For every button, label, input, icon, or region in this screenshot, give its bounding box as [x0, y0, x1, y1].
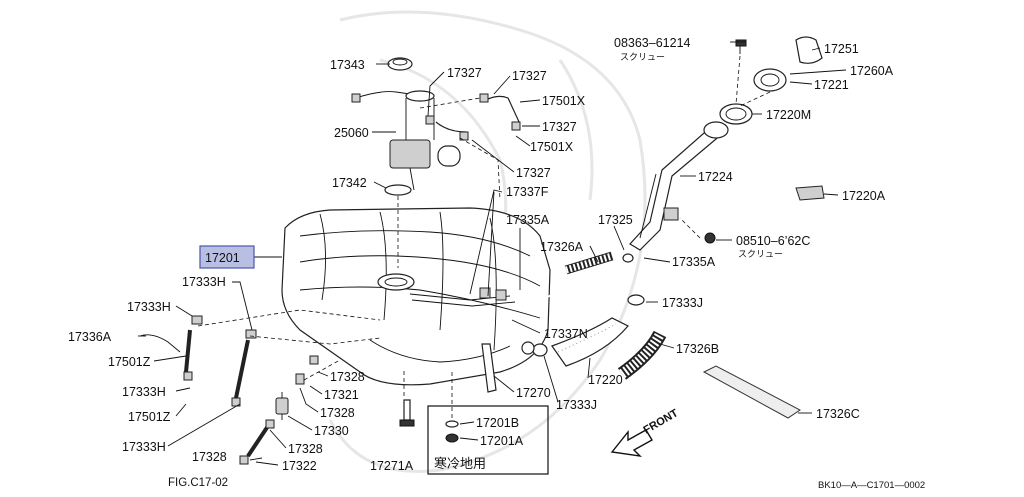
fuel-pump-assembly[interactable] [351, 90, 461, 191]
hose-17336a [139, 334, 181, 353]
label-17333h-b[interactable]: 17333H [127, 300, 171, 314]
label-25060[interactable]: 25060 [334, 126, 369, 140]
label-17333j-bottom[interactable]: 17333J [556, 398, 597, 412]
diagram-code: BK10—A—C1701—0002 [818, 480, 925, 491]
label-17220[interactable]: 17220 [588, 373, 623, 387]
label-17333h-d[interactable]: 17333H [122, 440, 166, 454]
label-17328-d[interactable]: 17328 [192, 450, 227, 464]
screw-08510 [704, 232, 716, 244]
leader-lines [138, 41, 847, 466]
strap-17270 [481, 343, 497, 393]
label-08510-6-62c[interactable]: 08510–6’62C [736, 234, 810, 248]
label-17501z-b[interactable]: 17501Z [128, 410, 171, 424]
label-17335a-a[interactable]: 17335A [506, 213, 550, 227]
label-17322[interactable]: 17322 [282, 459, 317, 473]
label-17220a[interactable]: 17220A [842, 189, 886, 203]
hose-17501z-upper [183, 315, 203, 381]
hose-17220[interactable] [551, 317, 629, 367]
label-17342[interactable]: 17342 [332, 176, 367, 190]
hose-17322 [239, 419, 275, 465]
label-17333h-c[interactable]: 17333H [122, 385, 166, 399]
label-17335a-b[interactable]: 17335A [672, 255, 716, 269]
hose-17501z-lower [231, 329, 257, 407]
front-arrow: FRONT [610, 407, 681, 457]
label-17328-c[interactable]: 17328 [288, 442, 323, 456]
label-17337n[interactable]: 17337N [544, 327, 588, 341]
label-17201b[interactable]: 17201B [476, 416, 519, 430]
filler-gasket [719, 103, 753, 125]
label-17501z-a[interactable]: 17501Z [108, 355, 151, 369]
screw-08363 [735, 39, 747, 54]
clamp-17335a [622, 253, 634, 263]
nut-17201a [445, 433, 459, 443]
label-17326b[interactable]: 17326B [676, 342, 719, 356]
protector-17326c [702, 365, 801, 419]
front-label: FRONT [642, 407, 681, 436]
filler-tube[interactable] [629, 121, 729, 251]
fuel-tank[interactable] [281, 207, 551, 386]
label-17501x-a[interactable]: 17501X [542, 94, 586, 108]
washer-17201b [445, 420, 459, 428]
label-17271a[interactable]: 17271A [370, 459, 414, 473]
highlight-box-17201[interactable] [199, 245, 255, 269]
label-17336a[interactable]: 17336A [68, 330, 112, 344]
label-17327-a[interactable]: 17327 [447, 66, 482, 80]
label-17220m[interactable]: 17220M [766, 108, 811, 122]
label-17328-b[interactable]: 17328 [320, 406, 355, 420]
filler-cap[interactable] [753, 36, 823, 92]
bolt-17271a [399, 399, 415, 427]
label-17337f[interactable]: 17337F [506, 185, 549, 199]
vent-hoses [425, 93, 521, 141]
label-17501x-b[interactable]: 17501X [530, 140, 574, 154]
screw-note-top: スクリュー [620, 52, 665, 62]
label-17201[interactable]: 17201 [205, 251, 240, 265]
tube-17321 [295, 355, 319, 385]
label-17330[interactable]: 17330 [314, 424, 349, 438]
label-17260a[interactable]: 17260A [850, 64, 894, 78]
cold-region-box: 寒冷地用 [427, 405, 549, 475]
filter-17330 [275, 392, 289, 420]
label-17343[interactable]: 17343 [330, 58, 365, 72]
bracket-17220a [795, 185, 825, 201]
cold-region-label: 寒冷地用 [434, 456, 486, 471]
clamp-17333j-bottom [521, 341, 548, 357]
label-17326c[interactable]: 17326C [816, 407, 860, 421]
label-17270[interactable]: 17270 [516, 386, 551, 400]
figure-reference[interactable]: FIG.C17-02 [168, 477, 228, 489]
assembly-lines [197, 55, 771, 418]
part-labels: 17343 17327 17327 17501X 25060 17327 175… [68, 36, 894, 473]
screw-note-right: スクリュー [738, 249, 783, 259]
label-17328-a[interactable]: 17328 [330, 370, 365, 384]
label-08363-61214[interactable]: 08363–61214 [614, 36, 691, 50]
breather-hose [509, 255, 631, 307]
label-17333h-a[interactable]: 17333H [182, 275, 226, 289]
pump-seal-ring [384, 184, 412, 196]
label-17333j-top[interactable]: 17333J [662, 296, 703, 310]
label-17327-b[interactable]: 17327 [512, 69, 547, 83]
filler-cap-ring [387, 57, 413, 71]
hose-17326a[interactable] [564, 251, 614, 275]
label-17325[interactable]: 17325 [598, 213, 633, 227]
hose-17326b[interactable] [617, 330, 667, 380]
clamp-17333j-top [627, 294, 645, 306]
label-17321[interactable]: 17321 [324, 388, 359, 402]
label-17201a[interactable]: 17201A [480, 434, 524, 448]
label-17224[interactable]: 17224 [698, 170, 733, 184]
label-17251[interactable]: 17251 [824, 42, 859, 56]
label-17327-c[interactable]: 17327 [542, 120, 577, 134]
label-17327-d[interactable]: 17327 [516, 166, 551, 180]
label-17221[interactable]: 17221 [814, 78, 849, 92]
label-17326a[interactable]: 17326A [540, 240, 584, 254]
